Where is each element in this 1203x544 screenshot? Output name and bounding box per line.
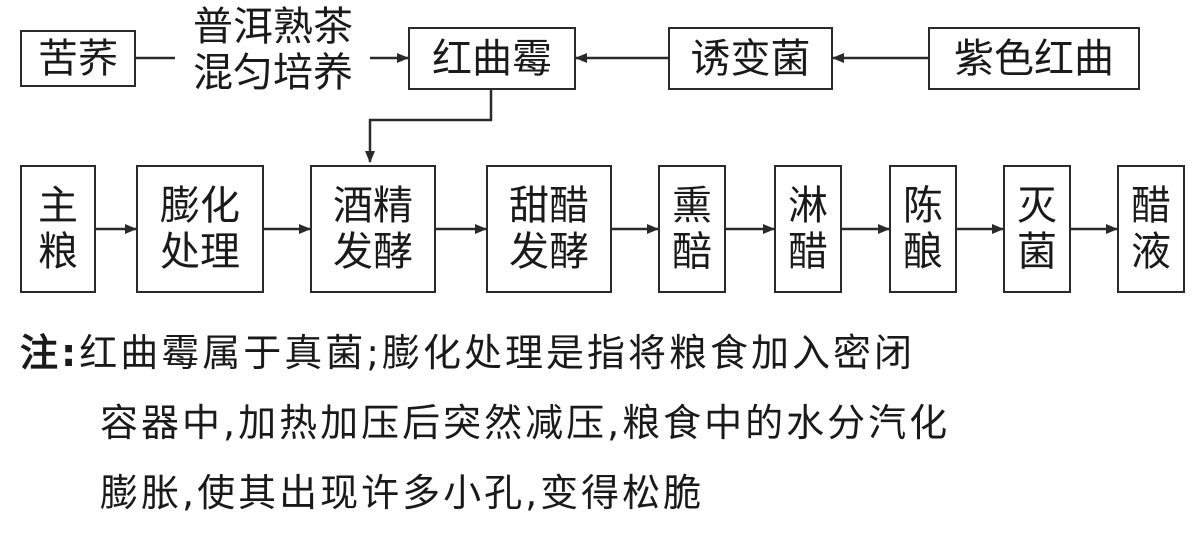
- step-jiujingfajiao-line-1: 酒精: [333, 183, 413, 229]
- footnote: 注:红曲霉属于真菌;膨化处理是指将粮食加入密闭 容器中,加热加压后突然减压,粮食…: [20, 318, 1190, 528]
- step-linchu-line-1: 淋: [788, 183, 828, 229]
- process-label: 普洱熟茶 混匀培养: [178, 4, 368, 96]
- node-hongqumei-label: 红曲霉: [432, 35, 552, 82]
- step-xunpei-line-1: 熏: [672, 183, 712, 229]
- step-cuye-line-2: 液: [1131, 229, 1171, 275]
- step-chenniang-line-1: 陈: [903, 183, 943, 229]
- footnote-label: 注:: [20, 331, 80, 375]
- step-miejun-line-1: 灭: [1017, 183, 1057, 229]
- node-hongqumei: 红曲霉: [408, 27, 576, 90]
- footnote-line-2: 容器中,加热加压后突然减压,粮食中的水分汽化: [100, 401, 951, 445]
- step-xunpei-line-2: 醅: [672, 229, 712, 275]
- node-kuqiao: 苦荞: [20, 30, 136, 87]
- step-miejun-line-2: 菌: [1017, 229, 1057, 275]
- arrow-hongqumei-to-jiujingfajiao: [365, 90, 493, 163]
- node-zisehongqu-label: 紫色红曲: [954, 35, 1114, 82]
- step-penghua: 膨化 处理: [136, 165, 264, 293]
- step-zhuliang-line-2: 粮: [38, 229, 78, 275]
- node-zisehongqu: 紫色红曲: [928, 27, 1140, 90]
- step-linchu-line-2: 醋: [788, 229, 828, 275]
- step-penghua-line-1: 膨化: [160, 183, 240, 229]
- node-kuqiao-label: 苦荞: [38, 35, 118, 82]
- process-label-line-2: 混匀培养: [193, 50, 353, 96]
- process-label-line-1: 普洱熟茶: [193, 4, 353, 50]
- step-jiujingfajiao-line-2: 发酵: [333, 229, 413, 275]
- step-chenniang: 陈 酿: [889, 165, 957, 293]
- node-youbianjun-label: 诱变菌: [690, 35, 811, 82]
- step-zhuliang: 主 粮: [20, 165, 96, 293]
- step-tiancufajiao-line-1: 甜醋: [509, 183, 589, 229]
- step-zhuliang-line-1: 主: [38, 183, 78, 229]
- step-chenniang-line-2: 酿: [903, 229, 943, 275]
- step-tiancufajiao: 甜醋 发酵: [486, 165, 612, 293]
- footnote-text-1: 红曲霉属于真菌;膨化处理是指将粮食加入密闭: [79, 331, 916, 375]
- node-youbianjun: 诱变菌: [668, 27, 833, 90]
- footnote-line-1: 注:红曲霉属于真菌;膨化处理是指将粮食加入密闭: [20, 318, 1190, 388]
- step-xunpei: 熏 醅: [658, 165, 726, 293]
- step-linchu: 淋 醋: [774, 165, 842, 293]
- footnote-line-3: 膨胀,使其出现许多小孔,变得松脆: [100, 471, 705, 515]
- step-cuye: 醋 液: [1117, 165, 1185, 293]
- step-miejun: 灭 菌: [1003, 165, 1071, 293]
- step-cuye-line-1: 醋: [1131, 183, 1171, 229]
- step-penghua-line-2: 处理: [160, 229, 240, 275]
- step-jiujingfajiao: 酒精 发酵: [310, 165, 436, 293]
- step-tiancufajiao-line-2: 发酵: [509, 229, 589, 275]
